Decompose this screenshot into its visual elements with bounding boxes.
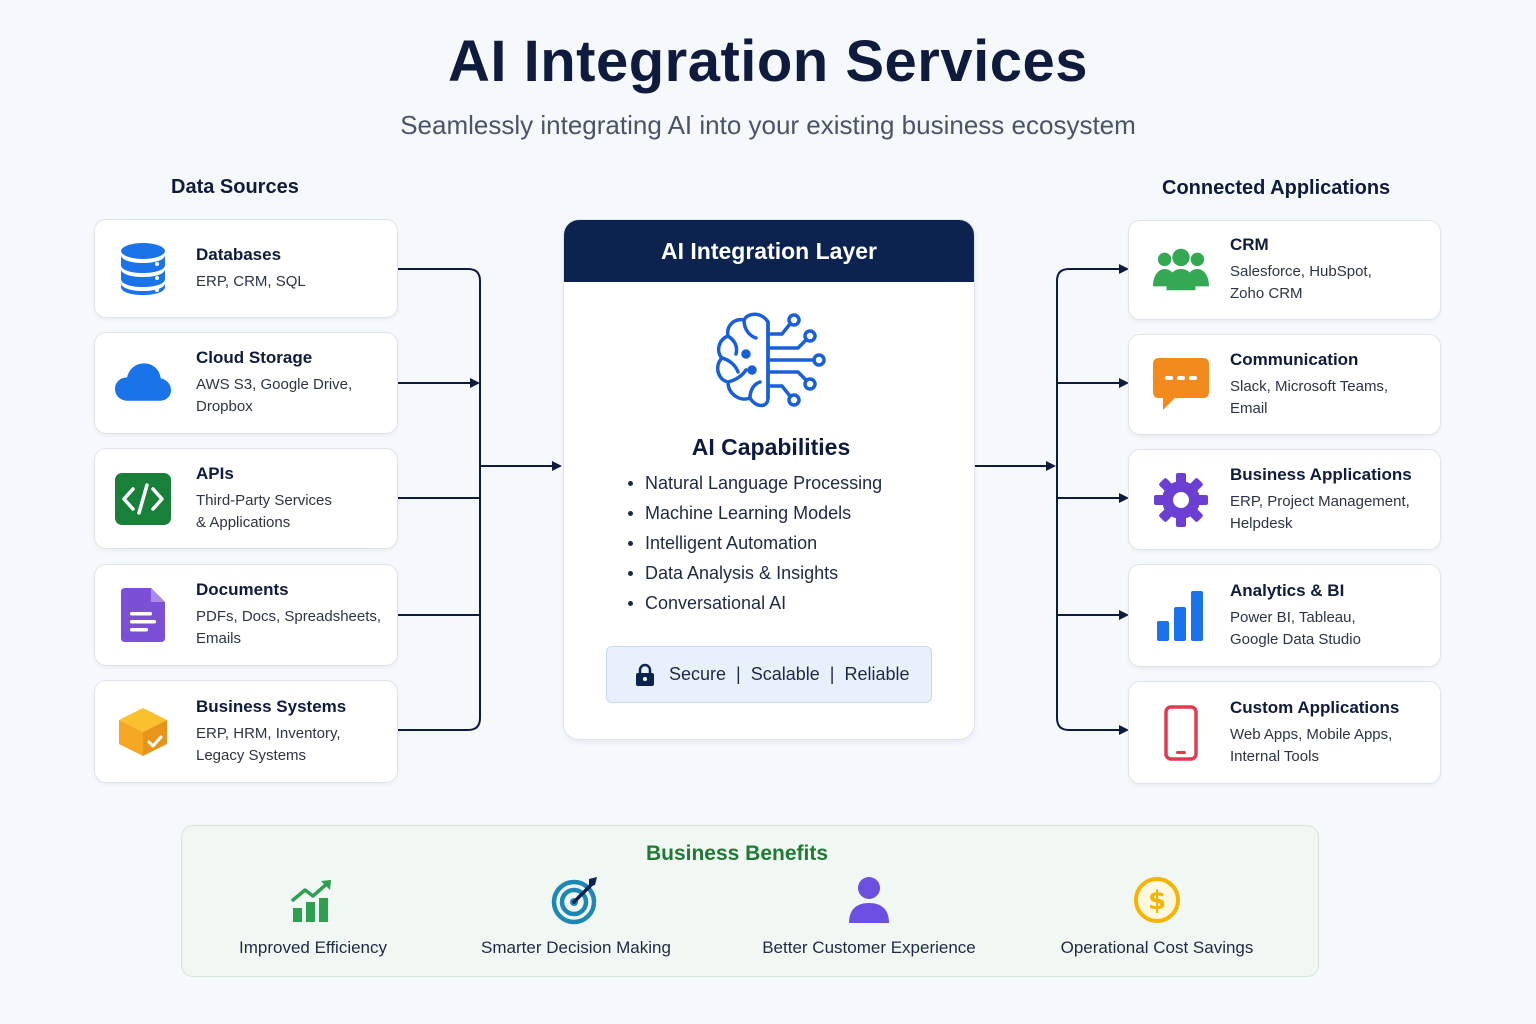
data-sources-heading: Data Sources — [171, 176, 299, 198]
lock-icon — [636, 663, 654, 686]
benefit-item: Smarter Decision Making — [478, 874, 674, 958]
gear-icon — [1153, 472, 1209, 528]
card-title: Custom Applications — [1230, 697, 1400, 717]
person-icon — [843, 874, 895, 926]
card-title: Communication — [1230, 349, 1359, 369]
card-title: Cloud Storage — [196, 348, 313, 367]
capability-item: Natural Language Processing — [628, 471, 882, 501]
benefit-label: Smarter Decision Making — [481, 938, 671, 957]
card-desc: Salesforce, HubSpot,Zoho CRM — [1230, 263, 1372, 302]
document-icon — [115, 587, 171, 643]
benefit-label: Better Customer Experience — [762, 938, 976, 957]
badge-secure: Secure — [669, 664, 727, 684]
page-title: AI Integration Services — [447, 29, 1089, 94]
card-title: CRM — [1230, 235, 1269, 254]
badge-separator: | — [829, 664, 835, 684]
app-card-custom-applications: Custom Applications Web Apps, Mobile App… — [1128, 681, 1441, 784]
bar-chart-icon — [1153, 588, 1209, 644]
capability-item: Data Analysis & Insights — [628, 561, 882, 591]
right-bus-line — [1056, 268, 1127, 731]
card-title: Business Systems — [196, 696, 347, 716]
connected-apps-heading: Connected Applications — [1162, 177, 1391, 199]
chat-icon — [1153, 357, 1209, 413]
source-card-cloud-storage: Cloud Storage AWS S3, Google Drive,Dropb… — [94, 332, 398, 434]
cloud-icon — [115, 355, 171, 411]
card-title: Documents — [196, 580, 289, 599]
left-bus-line — [398, 268, 481, 731]
card-desc: PDFs, Docs, Spreadsheets,Emails — [196, 608, 382, 647]
benefit-item: $ Operational Cost Savings — [1059, 874, 1255, 958]
card-desc: AWS S3, Google Drive,Dropbox — [196, 376, 353, 415]
benefit-item: Improved Efficiency — [237, 874, 389, 958]
ai-integration-layer: AI Integration Layer AI Capabilities Nat… — [563, 219, 975, 740]
source-card-business-systems: Business Systems ERP, HRM, Inventory,Leg… — [94, 680, 398, 783]
capability-item: Intelligent Automation — [628, 531, 882, 561]
benefit-item: Better Customer Experience — [760, 874, 978, 958]
svg-text:$: $ — [1148, 886, 1166, 916]
source-card-apis: APIs Third-Party Services& Applications — [94, 448, 398, 549]
integration-layer-heading: AI Integration Layer — [564, 220, 974, 282]
card-desc: Third-Party Services& Applications — [196, 491, 332, 531]
card-desc: ERP, CRM, SQL — [196, 272, 306, 290]
card-desc: Web Apps, Mobile Apps,Internal Tools — [1230, 725, 1393, 765]
dollar-coin-icon: $ — [1131, 874, 1183, 926]
app-card-communication: Communication Slack, Microsoft Teams,Ema… — [1128, 334, 1441, 435]
card-desc: ERP, Project Management,Helpdesk — [1230, 492, 1410, 532]
card-title: Analytics & BI — [1230, 580, 1345, 600]
mobile-icon — [1153, 704, 1209, 761]
database-icon — [115, 241, 171, 297]
card-title: APIs — [196, 463, 234, 483]
capability-item: Conversational AI — [628, 591, 882, 621]
source-card-databases: Databases ERP, CRM, SQL — [94, 219, 398, 318]
card-desc: Slack, Microsoft Teams,Email — [1230, 377, 1389, 417]
card-title: Business Applications — [1230, 464, 1412, 484]
card-title: Databases — [196, 244, 282, 264]
app-card-crm: CRM Salesforce, HubSpot,Zoho CRM — [1128, 220, 1441, 320]
brain-circuit-icon — [710, 310, 830, 414]
growth-chart-icon — [287, 874, 339, 926]
card-desc: Power BI, Tableau,Google Data Studio — [1230, 608, 1361, 648]
users-icon — [1153, 242, 1209, 298]
target-icon — [550, 874, 602, 926]
badge-scalable: Scalable — [750, 664, 820, 684]
app-card-business-applications: Business Applications ERP, Project Manag… — [1128, 449, 1441, 550]
capability-item: Machine Learning Models — [628, 501, 882, 531]
badge-reliable: Reliable — [844, 664, 910, 684]
box-icon — [115, 704, 171, 760]
code-icon — [115, 471, 171, 527]
business-benefits-panel: Business Benefits Improved Efficiency Sm… — [181, 825, 1319, 977]
secure-badge-bar: Secure | Scalable | Reliable — [606, 646, 932, 703]
benefits-heading: Business Benefits — [645, 842, 829, 865]
capabilities-list: Natural Language Processing Machine Lear… — [628, 471, 882, 621]
app-card-analytics-bi: Analytics & BI Power BI, Tableau,Google … — [1128, 564, 1441, 667]
page-subtitle: Seamlessly integrating AI into your exis… — [400, 110, 1136, 140]
card-desc: ERP, HRM, Inventory,Legacy Systems — [196, 724, 341, 764]
benefit-label: Operational Cost Savings — [1060, 938, 1254, 957]
benefit-label: Improved Efficiency — [238, 938, 388, 957]
capabilities-title: AI Capabilities — [691, 434, 851, 460]
badge-separator: | — [736, 664, 741, 684]
source-card-documents: Documents PDFs, Docs, Spreadsheets,Email… — [94, 564, 398, 666]
